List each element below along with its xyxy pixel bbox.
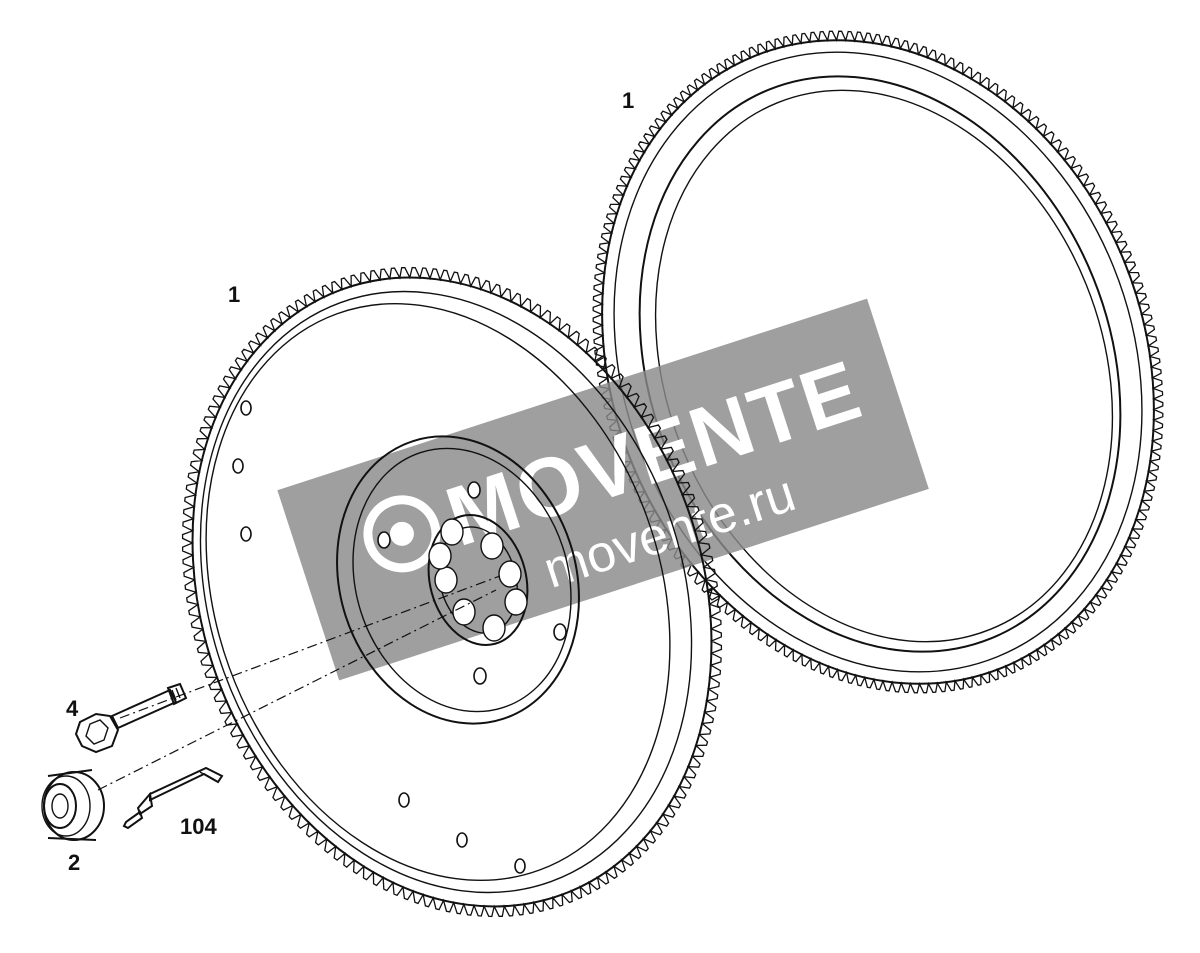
hub-plate: [336, 435, 580, 725]
hub-plate-holes: [377, 481, 567, 685]
sealant-tube: [122, 766, 224, 830]
bolt-callout: 4: [66, 696, 79, 721]
flywheel: [181, 266, 723, 918]
hub-bolt-heads: [428, 518, 528, 642]
ring-gear-callout: 1: [622, 88, 634, 113]
pilot-bearing: [41, 769, 105, 841]
flywheel-bolt: [74, 682, 188, 754]
flywheel-callout: 1: [228, 282, 240, 307]
ring-gear: [592, 30, 1164, 694]
watermark-logo-icon: [363, 495, 441, 573]
inner-hub: [427, 514, 529, 646]
flywheel-face-holes: [232, 400, 526, 874]
assembly-center-lines: [97, 575, 501, 791]
bearing-callout: 2: [68, 850, 80, 875]
sealant-callout: 104: [180, 814, 217, 839]
